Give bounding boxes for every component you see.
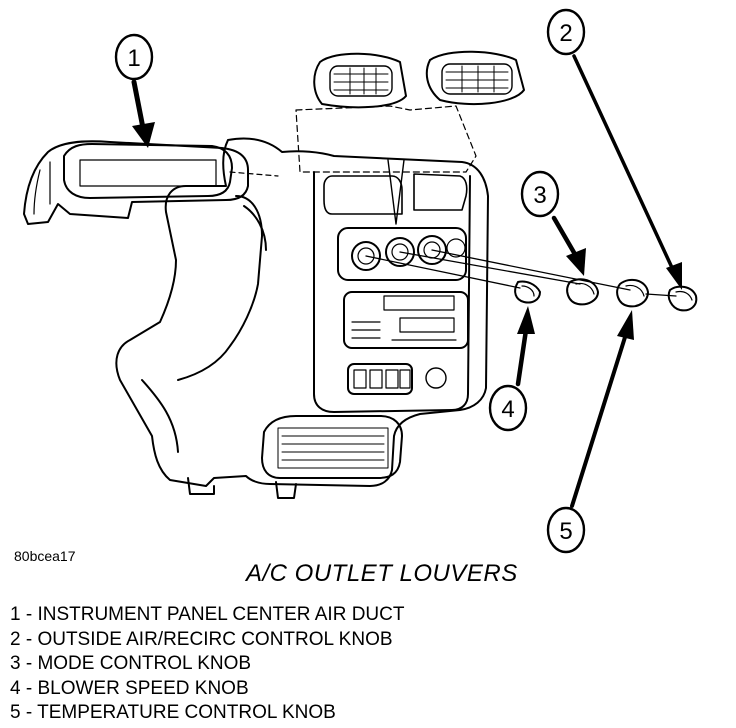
- center-bezel-housing: [115, 105, 489, 499]
- center-air-duct: [23, 140, 279, 225]
- legend-item: 4 - BLOWER SPEED KNOB: [10, 677, 249, 699]
- temperature-control-knob: [616, 278, 649, 308]
- callout-1: 1: [114, 33, 155, 148]
- mode-control-knob: [566, 278, 599, 306]
- outside-air-recirc-knob: [667, 285, 698, 312]
- figure-title: A/C OUTLET LOUVERS: [246, 560, 518, 587]
- svg-text:2: 2: [559, 20, 572, 47]
- callout-4: 4: [488, 306, 535, 432]
- right-outlet-louver: [425, 50, 525, 106]
- callout-2: 2: [546, 8, 682, 290]
- blower-speed-knob: [514, 280, 541, 304]
- legend-item: 5 - TEMPERATURE CONTROL KNOB: [10, 702, 336, 723]
- callout-3: 3: [520, 170, 586, 276]
- legend-item: 3 - MODE CONTROL KNOB: [10, 653, 252, 674]
- bezel-vent-openings: [323, 159, 468, 225]
- knob-alignment-lines: [365, 249, 677, 297]
- svg-text:5: 5: [559, 518, 572, 545]
- switch-row: [347, 363, 447, 395]
- callout-5: 5: [546, 310, 634, 554]
- svg-text:3: 3: [533, 182, 546, 209]
- figure-id: 80bcea17: [14, 548, 76, 564]
- svg-text:4: 4: [501, 396, 514, 423]
- radio-unit: [343, 291, 469, 349]
- legend-item: 1 - INSTRUMENT PANEL CENTER AIR DUCT: [10, 604, 405, 625]
- left-outlet-louver: [313, 52, 407, 109]
- legend-list: 1 - INSTRUMENT PANEL CENTER AIR DUCT 2 -…: [10, 603, 404, 726]
- legend-item: 2 - OUTSIDE AIR/RECIRC CONTROL KNOB: [10, 628, 393, 650]
- svg-text:1: 1: [127, 45, 140, 72]
